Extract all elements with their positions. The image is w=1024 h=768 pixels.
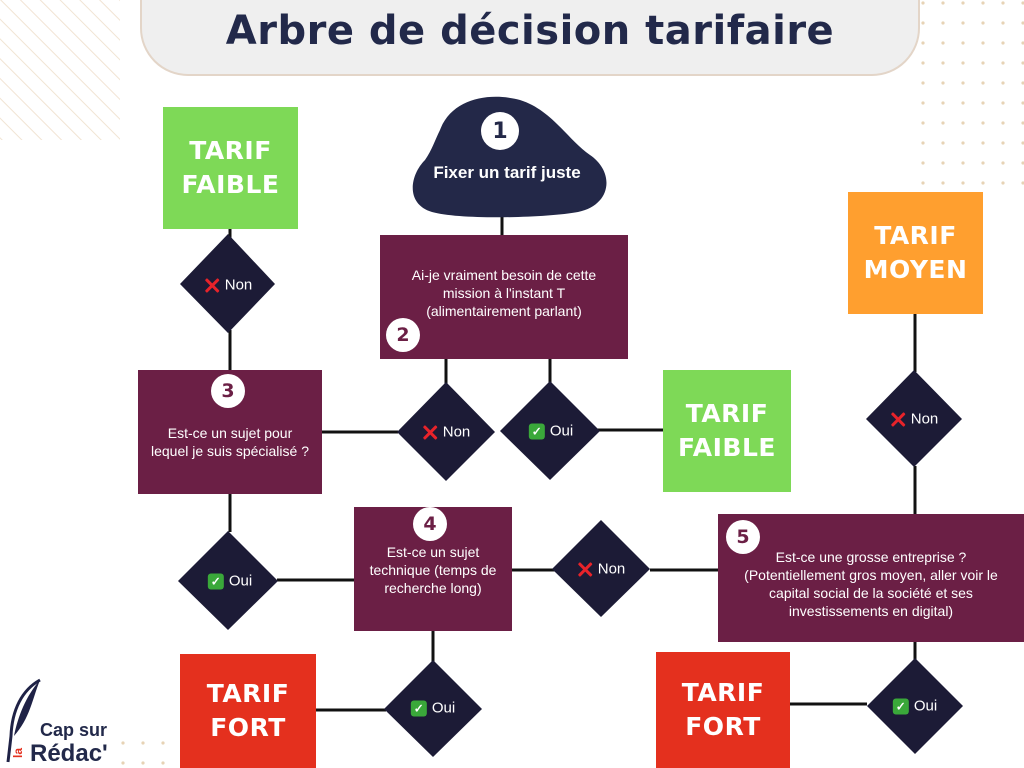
check-icon: ✓ <box>207 573 224 589</box>
question-text-5: Est-ce une grosse entreprise ? (Potentie… <box>744 548 998 620</box>
diamond-d5 <box>178 531 278 630</box>
title-banner <box>140 0 920 76</box>
start-blob <box>412 96 607 218</box>
decision-d8-label: Oui <box>913 697 938 715</box>
question-box-2: Ai-je vraiment besoin de cette mission à… <box>380 235 628 359</box>
cross-icon <box>890 411 906 427</box>
logo-line2: Rédac' <box>30 740 108 767</box>
diamond-d2 <box>397 382 495 481</box>
tarif-faible-top-line2: FAIBLE <box>181 170 280 199</box>
step-number-2: 2 <box>386 318 420 352</box>
diamond-d1 <box>180 234 275 333</box>
dot-pattern-top-right <box>920 0 1024 200</box>
decision-d6-label: Non <box>597 560 626 578</box>
decision-d5: ✓ Oui <box>207 572 253 590</box>
decision-d4-label: Non <box>910 410 939 428</box>
tarif-faible-top: TARIF FAIBLE <box>163 107 298 229</box>
tarif-fort-right-line2: FORT <box>685 712 761 741</box>
question-box-5: Est-ce une grosse entreprise ? (Potentie… <box>718 514 1024 642</box>
feather-icon <box>6 678 41 763</box>
tarif-faible-mid: TARIF FAIBLE <box>663 370 791 492</box>
decision-d5-label: Oui <box>228 572 253 590</box>
start-label: Fixer un tarif juste <box>433 163 581 182</box>
decision-d2: Non <box>422 424 471 441</box>
page-title: Arbre de décision tarifaire <box>225 8 835 54</box>
decision-d7-label: Oui <box>431 699 456 717</box>
step-number-4: 4 <box>413 507 447 541</box>
step-number-3: 3 <box>211 374 245 408</box>
check-icon: ✓ <box>528 423 545 439</box>
step-number-5: 5 <box>726 520 760 554</box>
cross-icon <box>422 424 438 440</box>
question-text-4: Est-ce un sujet technique (temps de rech… <box>369 543 497 597</box>
decision-d1: Non <box>204 277 253 294</box>
diamond-d6 <box>552 520 650 617</box>
question-text-2: Ai-je vraiment besoin de cette mission à… <box>411 266 597 320</box>
tarif-faible-mid-line1: TARIF <box>685 399 769 429</box>
tarif-fort-left: TARIF FORT <box>180 654 316 768</box>
decision-d3-label: Oui <box>549 422 574 440</box>
tarif-fort-left-line2: FORT <box>210 713 286 742</box>
question-text-3: Est-ce un sujet pour lequel je suis spéc… <box>151 424 309 459</box>
tarif-faible-top-line1: TARIF <box>189 136 272 166</box>
decision-d1-label: Non <box>224 276 253 294</box>
diamond-d8 <box>867 658 963 754</box>
step-number-1: 1 <box>481 112 519 150</box>
tarif-fort-right-line1: TARIF <box>681 678 765 708</box>
logo: Cap sur la Rédac' <box>0 676 130 768</box>
decision-d6: Non <box>577 561 626 578</box>
tarif-fort-right: TARIF FORT <box>656 652 790 768</box>
diamond-d4 <box>866 370 962 467</box>
decision-d2-label: Non <box>442 423 471 441</box>
check-icon: ✓ <box>410 700 427 716</box>
check-icon: ✓ <box>892 698 909 714</box>
tarif-moyen-line2: MOYEN <box>863 255 968 284</box>
diamond-d3 <box>500 381 600 480</box>
logo-line1: Cap sur <box>40 720 108 740</box>
tarif-fort-left-line1: TARIF <box>206 679 290 709</box>
tarif-moyen-line1: TARIF <box>874 221 957 251</box>
decision-d7: ✓ Oui <box>410 699 456 717</box>
tarif-faible-mid-line2: FAIBLE <box>678 433 776 462</box>
diagonal-pattern-top-left <box>0 0 120 140</box>
decision-d4: Non <box>890 411 939 428</box>
cross-icon <box>204 277 220 293</box>
decision-d8: ✓ Oui <box>892 697 938 715</box>
diamond-d7 <box>384 660 482 757</box>
tarif-moyen: TARIF MOYEN <box>848 192 983 314</box>
decision-d3: ✓ Oui <box>528 422 574 440</box>
logo-prefix: la <box>11 747 26 759</box>
cross-icon <box>577 561 593 577</box>
